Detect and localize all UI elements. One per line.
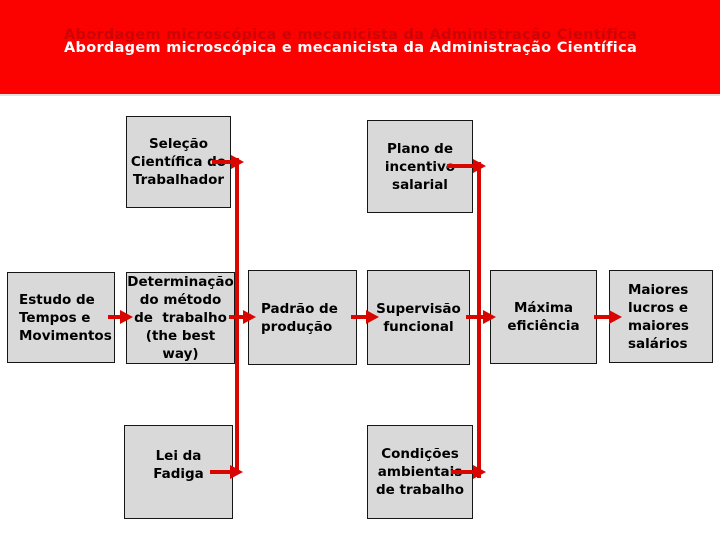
box-lei-da-fadiga: Lei da Fadiga (124, 425, 233, 519)
box-supervisao-funcional: Supervisão funcional (367, 270, 470, 365)
arrow-head-icon (473, 159, 486, 173)
arrow-lei-to-line (210, 465, 243, 479)
arrow-determinacao-to-padrao (229, 310, 256, 324)
arrow-selecao-to-line (212, 155, 244, 169)
arrow-shaft (212, 160, 231, 164)
arrow-padrao-to-supervisao (351, 310, 379, 324)
title-band: Abordagem microscópica e mecanicista da … (0, 0, 720, 96)
arrow-shaft (210, 470, 230, 474)
arrow-head-icon (473, 465, 486, 479)
box-determinacao-metodo-trabalho: Determinação do método de trabalho (the … (126, 272, 235, 364)
arrow-head-icon (366, 310, 379, 324)
arrow-shaft (351, 315, 366, 319)
arrow-maxima-to-maiores (594, 310, 622, 324)
box-maxima-eficiencia: Máxima eficiência (490, 270, 597, 364)
arrow-condicoes-to-line (451, 465, 486, 479)
arrow-head-icon (231, 155, 244, 169)
arrow-head-icon (483, 310, 496, 324)
arrow-plano-to-line (447, 159, 486, 173)
box-estudo-tempos-movimentos: Estudo de Tempos e Movimentos (7, 272, 115, 363)
arrow-shaft (447, 164, 473, 168)
box-condicoes-ambientais-trabalho: Condições ambientais de trabalho (367, 425, 473, 519)
arrow-shaft (229, 315, 243, 319)
slide-title: Abordagem microscópica e mecanicista da … (64, 40, 638, 56)
connector-line-right (477, 162, 481, 478)
arrow-head-icon (120, 310, 133, 324)
arrow-head-icon (243, 310, 256, 324)
arrow-supervisao-to-maxima (466, 310, 496, 324)
arrow-shaft (451, 470, 473, 474)
arrow-head-icon (609, 310, 622, 324)
arrow-estudo-to-determinacao (108, 310, 133, 324)
arrow-shaft (594, 315, 609, 319)
arrow-shaft (108, 315, 120, 319)
box-padrao-producao: Padrão de produção (248, 270, 357, 365)
arrow-shaft (466, 315, 483, 319)
arrow-head-icon (230, 465, 243, 479)
box-maiores-lucros-salarios: Maiores lucros e maiores salários (609, 270, 713, 363)
